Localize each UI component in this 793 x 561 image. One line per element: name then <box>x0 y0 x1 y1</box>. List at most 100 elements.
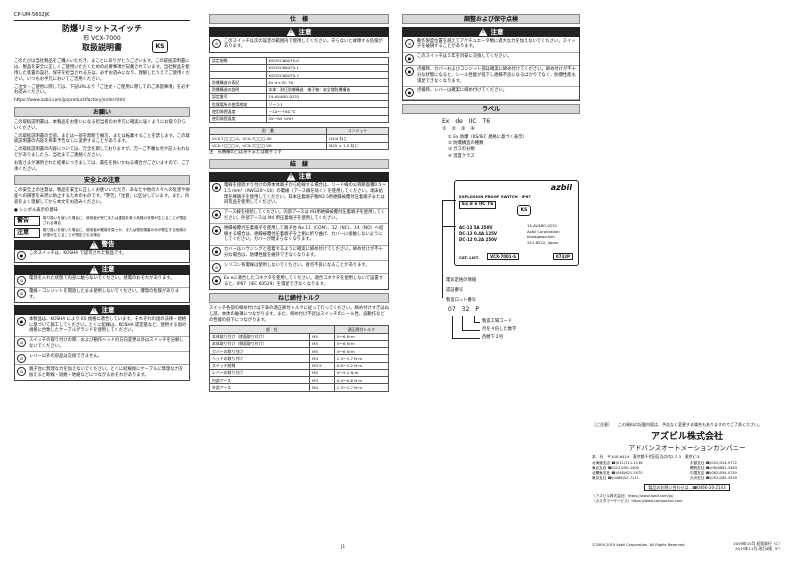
nameplate: azbil EXPLOSION PROOF SWITCH IP67 Ex d e… <box>454 179 579 266</box>
caution-symbol-text: 取り扱いを誤った場合に、使用者が軽傷を負うか、または物的損害のみが発生する危険の… <box>43 227 187 237</box>
caution-triangle-icon: ! <box>89 265 99 274</box>
caution-item: ⊘ 端子台に無理な力を加えないでください。とくに結線後にケーブルに無理な力を加え… <box>15 365 189 380</box>
divider <box>14 19 190 21</box>
callout-line <box>462 315 463 330</box>
product-model: 形 VCX-7000 <box>83 34 121 42</box>
edition-dates: 2009年10月 初版発行（C） 2019年11月 改訂6版（F） <box>733 540 782 552</box>
no-touch-icon: ⊘ <box>17 276 26 286</box>
symbol-row-caution: 注意 取り扱いを誤った場合に、使用者が軽傷を負うか、または物的損害のみが発生する… <box>14 227 190 238</box>
order-url-link[interactable]: https://www.azbil.com/jp/product/factory… <box>14 98 126 104</box>
plate-ex-code: Ex d e IIC T6 <box>459 200 497 210</box>
ks-mark-icon: KS <box>152 39 168 53</box>
caution-label: 注意 <box>490 27 504 36</box>
list-item: 東北支店 ☎(022)290-1400 <box>592 466 639 471</box>
caution-item: ⊘動作限度位置を越えてアクチュエータ類に過大な力を加えないでください。スイッチを… <box>403 37 579 53</box>
company-url-link[interactable]: （アズビル株式会社）https://www.azbil.com/jp/ <box>592 493 674 498</box>
caution-box: ● 本製品は、KOSHA により KS 規格に適合しています。それぞれの国の法律… <box>14 315 190 381</box>
callout-month: 月を４倍した数字 <box>482 326 517 332</box>
prohibition-icon: ⊘ <box>212 38 221 48</box>
list-item: 北海道支店 ☎(011)211-1136 <box>592 461 643 466</box>
caution-triangle-icon: ! <box>286 172 296 181</box>
plate-maker: 19-AV4BO-0251 Azbil Corporation Kanagawa… <box>527 222 560 246</box>
section-title-spec: 仕 様 <box>209 14 389 24</box>
section-title-safety: 安全上の注意 <box>14 175 190 186</box>
model-table-note: 注 形番欄の□は英字または数字です <box>209 149 282 155</box>
list-item: 北関東支社 ☎(048)621-5070 <box>592 471 643 476</box>
callout-line <box>474 321 480 323</box>
company-name: アズビル株式会社 <box>650 432 723 443</box>
prohibition-icon: ⊘ <box>212 262 221 272</box>
plate-product: EXPLOSION PROOF SWITCH IP67 <box>459 193 531 199</box>
caution-banner: ! 注意 <box>14 264 190 275</box>
instruction-icon: ● <box>405 54 414 64</box>
instruction-icon: ● <box>212 275 221 285</box>
notice-label: ［ご注意］ <box>592 422 612 427</box>
branch-list: 北海道支店 ☎(011)211-1136 中部支社 ☎(052)324-9772… <box>592 461 782 480</box>
warning-banner: ! 警告 <box>14 239 190 250</box>
plate-cat: CAT. LIST. <box>459 254 480 260</box>
instruction-icon: ● <box>212 247 221 257</box>
caution-label: 注意 <box>101 305 115 314</box>
safety-paragraph: この安全上の注意は、製品を安全に正しくお使いいただき、あなたや他の人々への危害や… <box>14 188 190 205</box>
prohibition-icon: ⊘ <box>405 38 414 48</box>
headquarters: 本 社 〒100-6419 東京都千代田区丸の内2-7-3 東京ビル <box>592 454 701 460</box>
list-item: 中部支社 ☎(052)324-9772 <box>690 461 737 466</box>
caution-banner: ! 注意 <box>209 171 389 182</box>
azbil-logo: azbil <box>550 182 572 192</box>
model-table-head: コンジット <box>326 126 389 136</box>
caution-box: ⊘ このスイッチは次の設定の範囲内で使用してください。守らないと故障する危険があ… <box>209 37 389 53</box>
intro-paragraph: ご注文・ご使用に際しては、下記URLより「ご注文・ご使用に際してのご承諾事項」を… <box>14 84 190 96</box>
warning-triangle-icon: ! <box>89 240 99 249</box>
table-row: KSCIEC60079-7 <box>209 71 390 80</box>
instruction-icon: ● <box>405 88 414 98</box>
column-mid-left: 仕 様 ! 注意 ⊘ このスイッチは次の設定の範囲内で使用してください。守らない… <box>208 14 390 392</box>
callout-line <box>442 199 443 298</box>
column-mid-right: 調整および保守点検 ! 注意 ⊘動作限度位置を越えてアクチュエータ類に過大な力を… <box>402 14 580 358</box>
plate-lot: 0732P <box>552 252 573 261</box>
callout-line <box>462 329 480 331</box>
table-row: 使用周囲温度－10〜＋60 ℃ <box>209 107 390 116</box>
model-table-head: 形 番 <box>208 126 328 136</box>
caution-item: ●点検時、カバーおよびコンジット部は確実に締め付けてください。締め付けが不十分な… <box>403 66 579 87</box>
section-title-request: お願い <box>14 107 190 118</box>
list-item: 関西支社 ☎(06)6881-3383 <box>690 466 737 471</box>
code-legend: ① Ex 防爆（KS/IEC 規格に基づく表示） ② 防爆構造の種類 ③ ガスの… <box>448 134 527 159</box>
caution-triangle-icon: ! <box>478 28 488 36</box>
manual-title: 取扱説明書 <box>82 42 122 52</box>
instruction-icon: ● <box>212 225 221 235</box>
caution-item: ●アース線を接続してください。内部アースは M3用絶縁被覆付圧着端子を使用してく… <box>210 209 388 225</box>
caution-item: ●このスイッチは５年を目安に交換してください。 <box>403 53 579 66</box>
request-paragraph: この取扱説明書の内容については、万全を期しておりますが、万一ご不審な点や記入もれ… <box>14 147 190 158</box>
warning-symbol: 警告 <box>14 215 40 226</box>
request-paragraph: この取扱説明書の全部、または一部を無断で複写、または転載することを禁じます。この… <box>14 133 190 145</box>
symbol-row-warning: 警告 取り扱いを誤った場合に、使用者が死亡または重傷を負う危険の状態が生じること… <box>14 215 190 226</box>
caution-banner: ! 注意 <box>402 27 580 37</box>
copyright: ©2009-2019 Azbil Corporation. All Rights… <box>592 543 686 548</box>
warning-symbol-text: 取り扱いを誤った場合に、使用者が死亡または重傷を負う危険の状態が生じることが想定… <box>43 215 187 225</box>
caution-item: ● 本製品は、KOSHA により KS 規格に適合しています。それぞれの国の法律… <box>15 315 189 337</box>
callout-ratings: 電気定格の情報 <box>446 277 477 283</box>
caution-box: ●電線を接続すり付けの際本体端子から結線する場合は、リード線の公称断面積0.5～… <box>209 181 389 290</box>
service-url-link[interactable]: （カスタマーサービス）https://www.compoclub.com <box>592 498 683 503</box>
callout-line <box>452 315 453 338</box>
callout-line <box>474 315 475 322</box>
caution-symbol: 注意 <box>14 227 40 238</box>
url-list: （アズビル株式会社）https://www.azbil.com/jp/ （カスタ… <box>592 494 782 505</box>
notice-text: この資料の記載内容は、予告なく変更する場合もありますのでご了承ください。 <box>618 422 762 427</box>
torque-head-value: 適正締付トルク <box>333 325 390 334</box>
prohibition-icon: ⊘ <box>17 353 26 363</box>
company-block: アズビル株式会社 アドバンスオートメーションカンパニー <box>592 431 782 452</box>
table-row: 防爆構造の説明本体：耐圧防爆構造 端子箱：安全増防爆構造 <box>209 85 390 94</box>
torque-head-part: 部 位 <box>209 325 335 334</box>
warning-item: ● このスイッチは、KOSHA で認可された製品です。 <box>15 250 189 262</box>
caution-item: ⊘ スイッチの取り付けの際、および動作ヘッドの方向変更以外はスイッチを分解しない… <box>15 337 189 353</box>
list-item: 中国支店 ☎(082)554-0750 <box>690 471 737 476</box>
